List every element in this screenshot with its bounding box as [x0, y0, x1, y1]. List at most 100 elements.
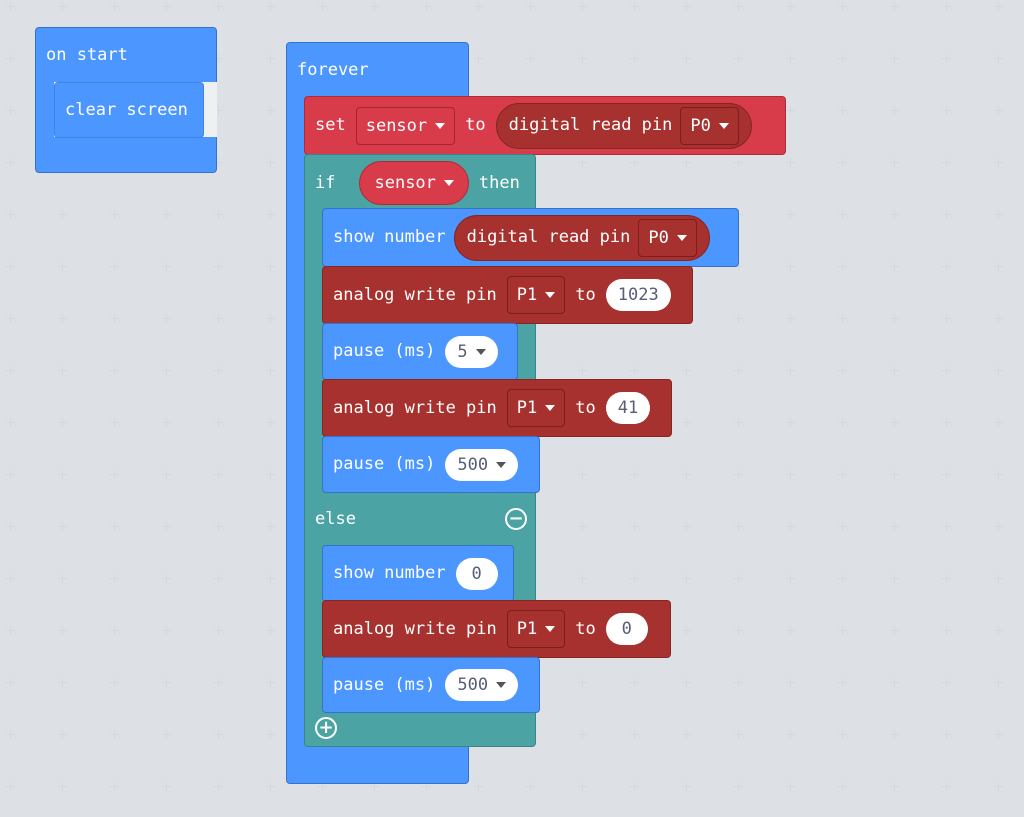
clear-screen-block[interactable]: clear screen	[54, 82, 204, 138]
on-start-block[interactable]: on start clear screen	[35, 27, 217, 173]
analog-value-input[interactable]: 1023	[605, 279, 671, 311]
condition-reporter[interactable]: sensor	[359, 161, 469, 205]
grid-plus-mark	[890, 314, 899, 323]
pin-dropdown-value: P1	[516, 398, 538, 418]
grid-plus-mark	[786, 158, 795, 167]
grid-plus-mark	[786, 574, 795, 583]
analog-value-input[interactable]: 0	[605, 613, 648, 645]
grid-plus-mark	[578, 782, 587, 791]
grid-plus-mark	[890, 262, 899, 271]
chevron-down-icon	[718, 122, 729, 129]
pause-value-dropdown[interactable]: 500	[445, 669, 519, 701]
grid-plus-mark	[994, 366, 1003, 375]
grid-plus-mark	[734, 574, 743, 583]
grid-plus-mark	[682, 470, 691, 479]
pause-label: pause (ms)	[333, 454, 436, 474]
pause-block[interactable]: pause (ms) 500	[322, 657, 540, 713]
variable-dropdown-value: sensor	[365, 115, 428, 136]
grid-plus-mark	[942, 158, 951, 167]
grid-plus-mark	[6, 678, 15, 687]
grid-plus-mark	[110, 782, 119, 791]
pin-dropdown[interactable]: P0	[680, 106, 739, 145]
grid-plus-mark	[6, 262, 15, 271]
pin-dropdown[interactable]: P1	[506, 276, 566, 314]
grid-plus-mark	[994, 262, 1003, 271]
grid-plus-mark	[110, 626, 119, 635]
on-start-label: on start	[46, 44, 128, 65]
grid-plus-mark	[6, 158, 15, 167]
chevron-down-icon	[545, 405, 556, 411]
grid-plus-mark	[630, 678, 639, 687]
grid-plus-mark	[58, 782, 67, 791]
grid-plus-mark	[942, 782, 951, 791]
chevron-down-icon	[676, 234, 687, 241]
grid-plus-mark	[162, 782, 171, 791]
show-number-label: show number	[333, 227, 446, 247]
analog-write-block[interactable]: analog write pin P1 to 1023	[322, 266, 693, 324]
pin-dropdown[interactable]: P1	[506, 389, 566, 427]
grid-plus-mark	[110, 314, 119, 323]
grid-plus-mark	[942, 2, 951, 11]
grid-plus-mark	[890, 106, 899, 115]
grid-plus-mark	[786, 626, 795, 635]
grid-plus-mark	[318, 2, 327, 11]
grid-plus-mark	[942, 678, 951, 687]
set-variable-block[interactable]: set sensor to digital read pin P0	[304, 96, 786, 155]
pin-dropdown[interactable]: P0	[638, 218, 697, 257]
chevron-down-icon	[545, 292, 556, 298]
grid-plus-mark	[6, 54, 15, 63]
analog-value-input[interactable]: 41	[605, 392, 651, 424]
grid-plus-mark	[734, 262, 743, 271]
grid-plus-mark	[110, 470, 119, 479]
plus-circle-icon[interactable]: +	[315, 717, 337, 739]
grid-plus-mark	[474, 782, 483, 791]
pause-block[interactable]: pause (ms) 5	[322, 323, 518, 380]
grid-plus-mark	[838, 106, 847, 115]
grid-plus-mark	[58, 626, 67, 635]
pause-value-dropdown[interactable]: 5	[445, 335, 498, 368]
grid-plus-mark	[370, 2, 379, 11]
grid-plus-mark	[890, 574, 899, 583]
number-value-input[interactable]: 0	[455, 557, 498, 590]
grid-plus-mark	[942, 262, 951, 271]
grid-plus-mark	[6, 418, 15, 427]
analog-write-label: analog write pin	[333, 397, 497, 418]
grid-plus-mark	[890, 470, 899, 479]
chevron-down-icon	[545, 626, 556, 632]
grid-plus-mark	[890, 366, 899, 375]
grid-plus-mark	[682, 678, 691, 687]
pause-block[interactable]: pause (ms) 500	[322, 436, 540, 493]
pause-value-dropdown[interactable]: 500	[445, 448, 519, 481]
grid-plus-mark	[162, 470, 171, 479]
pin-dropdown-value: P1	[516, 285, 538, 305]
grid-plus-mark	[838, 626, 847, 635]
grid-plus-mark	[734, 470, 743, 479]
grid-plus-mark	[786, 210, 795, 219]
variable-dropdown[interactable]: sensor	[355, 106, 456, 145]
grid-plus-mark	[942, 366, 951, 375]
minus-circle-icon[interactable]: −	[505, 508, 527, 530]
digital-read-reporter[interactable]: digital read pin P0	[453, 214, 710, 261]
show-number-block[interactable]: show number 0	[322, 545, 514, 602]
grid-plus-mark	[630, 54, 639, 63]
grid-plus-mark	[266, 366, 275, 375]
grid-plus-mark	[58, 470, 67, 479]
grid-plus-mark	[214, 730, 223, 739]
grid-plus-mark	[266, 522, 275, 531]
show-number-block[interactable]: show number digital read pin P0	[322, 208, 739, 267]
pin-dropdown[interactable]: P1	[506, 610, 566, 648]
grid-plus-mark	[266, 314, 275, 323]
analog-write-block[interactable]: analog write pin P1 to 41	[322, 379, 672, 437]
grid-plus-mark	[942, 210, 951, 219]
digital-read-label: digital read pin	[466, 227, 631, 247]
condition-variable: sensor	[374, 172, 436, 193]
grid-plus-mark	[734, 314, 743, 323]
analog-write-block[interactable]: analog write pin P1 to 0	[322, 600, 671, 658]
grid-plus-mark	[890, 54, 899, 63]
grid-plus-mark	[786, 106, 795, 115]
grid-plus-mark	[6, 626, 15, 635]
set-label: set	[315, 115, 346, 135]
digital-read-reporter[interactable]: digital read pin P0	[495, 102, 752, 149]
grid-plus-mark	[838, 418, 847, 427]
grid-plus-mark	[838, 54, 847, 63]
